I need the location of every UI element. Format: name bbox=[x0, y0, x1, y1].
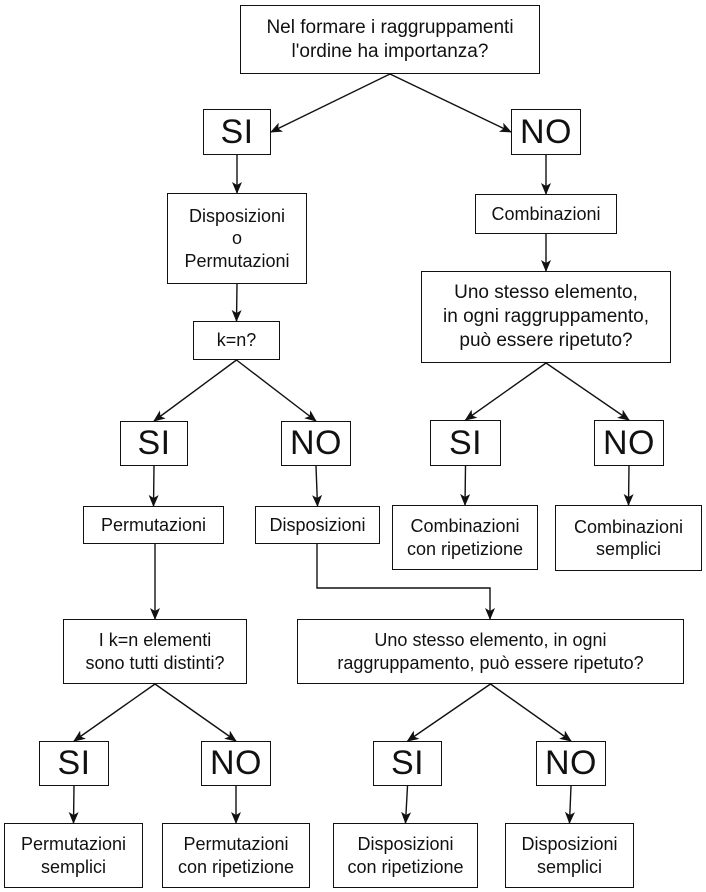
answer-no-ordine-text: NO bbox=[520, 112, 572, 151]
root-question-text: Nel formare i raggruppamenti l'ordine ha… bbox=[266, 16, 514, 62]
disposizioni-semplici-text: Disposizioni semplici bbox=[521, 834, 618, 877]
disposizioni-con-ripetizione: Disposizioni con ripetizione bbox=[333, 823, 478, 888]
permutazioni-con-ripetizione-text: Permutazioni con ripetizione bbox=[177, 834, 295, 877]
k-equals-n-question-text: k=n? bbox=[216, 330, 257, 351]
connector-root-to-no_top bbox=[389, 73, 512, 133]
answer-no-combinazioni: NO bbox=[594, 420, 664, 466]
permutazioni-semplici: Permutazioni semplici bbox=[4, 823, 143, 888]
answer-si-k-equals-n-text: SI bbox=[137, 424, 171, 463]
answer-no-permutazioni: NO bbox=[201, 741, 271, 786]
answer-no-disposizioni: NO bbox=[536, 741, 606, 786]
connector-si_disp-to-disp_rip bbox=[401, 785, 412, 824]
connector-comb_question-to-si_comb bbox=[464, 362, 547, 421]
connector-disp_question-to-si_disp bbox=[406, 683, 491, 742]
disposizioni-o-permutazioni-text: Disposizioni o Permutazioni bbox=[184, 205, 290, 271]
answer-si-ordine: SI bbox=[203, 109, 271, 155]
disposizioni-ripetizione-question: Uno stesso elemento, in ogni raggruppame… bbox=[297, 619, 684, 684]
answer-si-k-equals-n: SI bbox=[120, 421, 188, 466]
combinazioni-text: Combinazioni bbox=[491, 203, 601, 224]
answer-no-k-equals-n-text: NO bbox=[290, 424, 342, 463]
answer-si-combinazioni: SI bbox=[430, 420, 501, 466]
connector-disp_perm-to-k_eq_n bbox=[231, 283, 242, 322]
answer-si-permutazioni: SI bbox=[39, 741, 109, 786]
combinazioni-ripetizione-question: Uno stesso elemento, in ogni raggruppame… bbox=[421, 271, 671, 363]
connector-disp_question-to-no_disp bbox=[490, 683, 572, 742]
answer-no-permutazioni-text: NO bbox=[210, 744, 262, 783]
k-equals-n-question: k=n? bbox=[193, 321, 280, 360]
permutazioni-distinti-question-text: I k=n elementi sono tutti distinti? bbox=[85, 630, 225, 673]
disposizioni: Disposizioni bbox=[255, 506, 380, 544]
combinazioni-semplici-text: Combinazioni semplici bbox=[573, 516, 684, 560]
combinazioni-semplici: Combinazioni semplici bbox=[555, 505, 702, 571]
answer-no-k-equals-n: NO bbox=[281, 421, 351, 466]
disposizioni-semplici: Disposizioni semplici bbox=[505, 823, 634, 888]
connector-perm_question-to-no_perm bbox=[154, 683, 237, 742]
permutazioni: Permutazioni bbox=[83, 506, 224, 544]
connector-si_k-to-permutazioni bbox=[148, 465, 159, 507]
connector-no_k-to-disposizioni bbox=[312, 465, 323, 507]
disposizioni-ripetizione-question-text: Uno stesso elemento, in ogni raggruppame… bbox=[337, 630, 644, 673]
answer-no-disposizioni-text: NO bbox=[545, 744, 597, 783]
permutazioni-distinti-question: I k=n elementi sono tutti distinti? bbox=[63, 619, 247, 684]
answer-si-disposizioni-text: SI bbox=[390, 744, 425, 783]
answer-si-combinazioni-text: SI bbox=[448, 423, 483, 462]
answer-si-disposizioni: SI bbox=[373, 741, 442, 786]
permutazioni-semplici-text: Permutazioni semplici bbox=[20, 834, 127, 877]
combinazioni-con-ripetizione-text: Combinazioni con ripetizione bbox=[406, 516, 524, 559]
combinazioni-con-ripetizione: Combinazioni con ripetizione bbox=[392, 505, 538, 570]
connector-si_perm-to-perm_semp bbox=[68, 785, 79, 824]
connector-si_comb-to-comb_rip bbox=[460, 465, 471, 506]
connector-k_eq_n-to-no_k bbox=[236, 359, 317, 422]
answer-no-combinazioni-text: NO bbox=[603, 423, 655, 462]
connector-no_disp-to-disp_semp bbox=[564, 785, 575, 824]
combinazioni-ripetizione-question-text: Uno stesso elemento, in ogni raggruppame… bbox=[443, 282, 649, 351]
answer-no-ordine: NO bbox=[511, 109, 581, 155]
disposizioni-o-permutazioni: Disposizioni o Permutazioni bbox=[167, 193, 307, 284]
answer-si-ordine-text: SI bbox=[220, 112, 254, 151]
connector-disposizioni-to-disp_question bbox=[316, 544, 495, 620]
permutazioni-con-ripetizione: Permutazioni con ripetizione bbox=[162, 823, 310, 888]
connector-no_comb-to-comb_semp bbox=[623, 465, 634, 506]
disposizioni-text: Disposizioni bbox=[269, 514, 366, 535]
disposizioni-con-ripetizione-text: Disposizioni con ripetizione bbox=[347, 834, 464, 877]
connector-k_eq_n-to-si_k bbox=[153, 359, 237, 422]
combinazioni: Combinazioni bbox=[475, 194, 617, 234]
permutazioni-text: Permutazioni bbox=[100, 514, 207, 535]
connector-comb_question-to-no_comb bbox=[545, 362, 630, 421]
answer-si-permutazioni-text: SI bbox=[57, 744, 91, 783]
connector-root-to-si_top bbox=[270, 73, 391, 133]
connector-perm_question-to-si_perm bbox=[73, 683, 156, 742]
root-question: Nel formare i raggruppamenti l'ordine ha… bbox=[240, 5, 540, 74]
